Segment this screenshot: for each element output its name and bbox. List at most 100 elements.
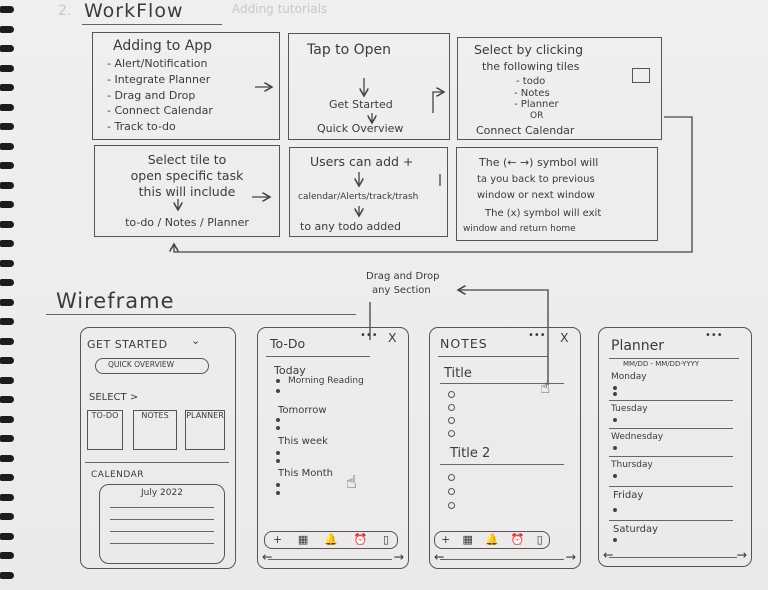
back-arrow-icon[interactable]: ← [262, 549, 273, 564]
trash-icon[interactable]: ▯ [383, 533, 390, 546]
quick-overview-button[interactable]: QUICK OVERVIEW [95, 358, 209, 374]
box-item: - Integrate Planner [107, 73, 211, 86]
box-line: the following tiles [482, 60, 580, 73]
calendar-icon[interactable]: ▦ [462, 533, 473, 546]
more-menu-icon[interactable]: ••• [360, 330, 378, 341]
workflow-title: WorkFlow [84, 0, 184, 22]
box-line: window or next window [477, 190, 595, 201]
calendar-widget[interactable]: July 2022 [99, 484, 225, 564]
day-line [609, 486, 733, 487]
box-title: Tap to Open [307, 42, 392, 58]
wireframe-title: Wireframe [56, 289, 175, 313]
day-line [609, 428, 733, 429]
spiral-ring [0, 84, 14, 91]
plus-icon[interactable]: + [272, 533, 283, 546]
box-line: this will include [138, 184, 236, 199]
nav-arrows: ← → [434, 549, 576, 564]
box-title: Adding to App [113, 38, 213, 54]
box-line: Users can add + [310, 154, 414, 169]
bullet-dot [613, 508, 617, 512]
ghost-number: 2. [58, 3, 72, 19]
box-line: to-do / Notes / Planner [125, 216, 249, 229]
alarm-clock-icon[interactable]: ⏰ [353, 533, 368, 546]
bullet-dot [276, 451, 280, 455]
close-icon[interactable]: X [388, 330, 397, 345]
forward-arrow-icon[interactable]: → [393, 549, 404, 564]
back-arrow-icon[interactable]: ← [603, 547, 614, 562]
spiral-ring [0, 123, 14, 130]
box-line: to any todo added [300, 220, 401, 233]
bullet-dot [276, 418, 280, 422]
note-title[interactable]: Title 2 [450, 446, 491, 461]
back-arrow-icon[interactable]: ← [434, 549, 445, 564]
day-label: Tuesday [611, 404, 648, 414]
chevron-down-icon[interactable]: ⌄ [191, 334, 201, 347]
box-item: - Drag and Drop [107, 89, 196, 102]
spiral-ring [0, 279, 14, 286]
bullet-dot [276, 379, 280, 383]
box-line: open specific task [130, 168, 244, 183]
box-item: - Notes [514, 88, 550, 99]
screen-header: Planner [611, 338, 665, 354]
spiral-ring [0, 493, 14, 501]
close-icon[interactable]: X [560, 330, 569, 345]
day-line [609, 400, 733, 401]
workflow-box-adding-to-app: Adding to App - Alert/Notification - Int… [92, 32, 280, 140]
select-label: SELECT > [89, 392, 139, 403]
bullet-dot [613, 392, 617, 396]
note-bullet [448, 488, 455, 495]
action-toolbar: + ▦ 🔔 ⏰ ▯ [264, 531, 398, 549]
screen-header: NOTES [440, 336, 488, 351]
bullet-dot [276, 426, 280, 430]
box-item: - todo [516, 76, 546, 87]
divider [85, 462, 229, 463]
note-title[interactable]: Title [444, 366, 472, 381]
tile-label: PLANNER [186, 411, 224, 420]
title-line [440, 383, 564, 384]
tile-todo[interactable]: TO-DO [87, 410, 123, 450]
box-line: window and return home [463, 224, 576, 234]
spiral-ring [0, 142, 14, 150]
nav-line [609, 557, 737, 558]
calendar-line [110, 531, 214, 532]
header-underline [609, 358, 739, 359]
spiral-ring [0, 357, 14, 364]
dragnote-line: Drag and Drop [366, 271, 440, 282]
title-line [440, 464, 564, 465]
wireframe-get-started: GET STARTED ⌄ QUICK OVERVIEW SELECT > TO… [80, 327, 236, 569]
box-line: calendar/Alerts/track/trash [298, 192, 419, 202]
forward-arrow-icon[interactable]: → [736, 547, 747, 562]
bell-icon[interactable]: 🔔 [324, 533, 338, 546]
ghost-text: Adding tutorials [232, 2, 328, 16]
screen-header: To-Do [270, 336, 306, 351]
more-menu-icon[interactable]: ••• [528, 330, 546, 341]
calendar-line [110, 543, 214, 544]
calendar-icon[interactable]: ▦ [297, 533, 309, 546]
more-menu-icon[interactable]: ••• [705, 330, 723, 341]
todo-item[interactable]: Morning Reading [288, 376, 364, 386]
section-label: Tomorrow [278, 405, 327, 416]
alarm-clock-icon[interactable]: ⏰ [510, 533, 525, 546]
spiral-ring [0, 513, 14, 520]
bullet-dot [613, 474, 617, 478]
trash-icon[interactable]: ▯ [536, 533, 543, 546]
box-line: Select tile to [147, 152, 227, 167]
plus-icon[interactable]: + [441, 533, 451, 546]
bullet-dot [276, 483, 280, 487]
bullet-dot [276, 389, 280, 393]
spiral-binding [0, 0, 16, 590]
date-range: MM/DD - MM/DD-YYYY [623, 360, 700, 368]
quick-overview-label: QUICK OVERVIEW [108, 360, 175, 369]
tile-notes[interactable]: NOTES [133, 410, 177, 450]
forward-arrow-icon[interactable]: → [565, 549, 576, 564]
spiral-ring [0, 396, 14, 403]
calendar-month: July 2022 [141, 488, 183, 498]
tile-planner[interactable]: PLANNER [185, 410, 225, 450]
spiral-ring [0, 298, 14, 306]
box-or: OR [530, 111, 544, 121]
spiral-ring [0, 240, 14, 247]
box-item: - Planner [514, 99, 559, 110]
box-item: - Track to-do [107, 120, 176, 133]
bell-icon[interactable]: 🔔 [485, 533, 499, 546]
